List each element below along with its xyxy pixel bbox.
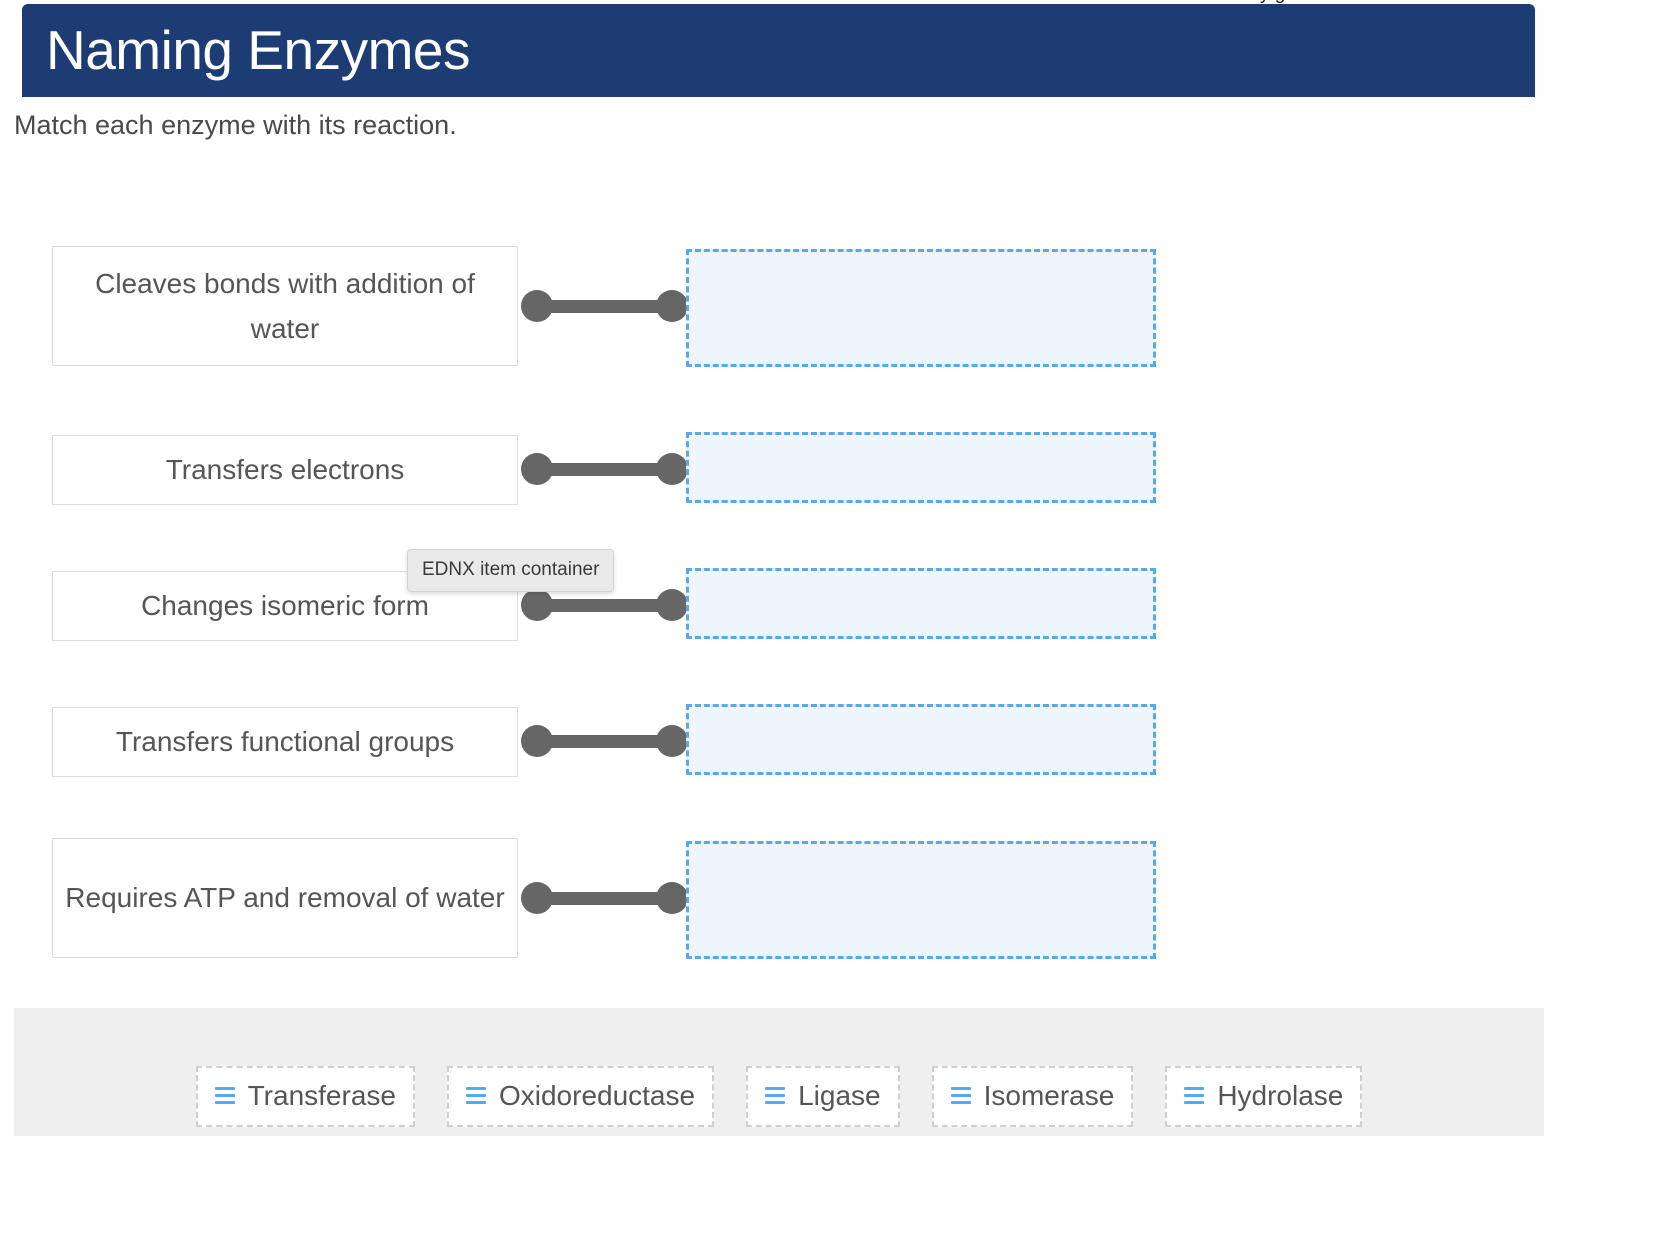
dropzone-5[interactable] xyxy=(686,841,1156,959)
bank-chip-label: Ligase xyxy=(798,1079,881,1111)
connector-bar xyxy=(551,891,658,905)
bank-chip-label: Isomerase xyxy=(983,1079,1115,1111)
prompt-card: Requires ATP and removal of water xyxy=(52,838,518,958)
page-title: Naming Enzymes xyxy=(46,19,470,81)
connector-line xyxy=(521,589,688,621)
prompt-card: Cleaves bonds with addition of water xyxy=(52,246,518,366)
connector-bar xyxy=(551,299,658,313)
page-header-bar: Naming Enzymes xyxy=(22,4,1535,97)
bank-items-container: Transferase Oxidoreductase Ligase Isomer… xyxy=(14,1008,1544,1136)
drag-handle-icon xyxy=(950,1087,971,1104)
prompt-text: Transfers electrons xyxy=(165,454,405,486)
connector-knob-right xyxy=(656,882,688,914)
connector-knob-left xyxy=(521,882,553,914)
prompt-card: Changes isomeric form xyxy=(52,571,518,641)
bank-chip-label: Hydrolase xyxy=(1217,1079,1344,1111)
connector-knob-left xyxy=(521,290,553,322)
connector-knob-right xyxy=(656,589,688,621)
clipped-top-text: y g xyxy=(1260,0,1680,3)
prompt-text: Cleaves bonds with addition of water xyxy=(95,267,475,344)
bank-chip-hydrolase[interactable]: Hydrolase xyxy=(1165,1065,1363,1127)
connector-knob-left xyxy=(521,453,553,485)
dropzone-1[interactable] xyxy=(686,249,1156,367)
connector-line xyxy=(521,725,688,757)
connector-bar xyxy=(551,598,658,612)
bank-chip-oxidoreductase[interactable]: Oxidoreductase xyxy=(446,1065,715,1127)
prompt-card: Transfers functional groups xyxy=(52,707,518,777)
bank-chip-ligase[interactable]: Ligase xyxy=(746,1065,900,1127)
prompt-card: Transfers electrons xyxy=(52,435,518,505)
drag-source-bank: Transferase Oxidoreductase Ligase Isomer… xyxy=(14,1008,1544,1136)
bank-chip-transferase[interactable]: Transferase xyxy=(195,1065,415,1127)
tooltip: EDNX item container xyxy=(407,549,615,592)
connector-bar xyxy=(551,462,658,476)
prompt-text: Transfers functional groups xyxy=(115,726,455,758)
prompt-text: Changes isomeric form xyxy=(141,590,429,622)
connector-knob-right xyxy=(656,290,688,322)
drag-handle-icon xyxy=(465,1087,486,1104)
connector-knob-left xyxy=(521,589,553,621)
connector-knob-right xyxy=(656,725,688,757)
instruction-text: Match each enzyme with its reaction. xyxy=(14,110,457,140)
bank-chip-label: Oxidoreductase xyxy=(498,1079,696,1111)
dropzone-2[interactable] xyxy=(686,432,1156,503)
connector-line xyxy=(521,290,688,322)
drag-handle-icon xyxy=(765,1087,786,1104)
bank-chip-isomerase[interactable]: Isomerase xyxy=(931,1065,1134,1127)
connector-knob-left xyxy=(521,725,553,757)
prompt-text: Requires ATP and removal of water xyxy=(65,882,505,914)
drag-handle-icon xyxy=(214,1087,235,1104)
drag-handle-icon xyxy=(1184,1087,1205,1104)
dropzone-4[interactable] xyxy=(686,704,1156,775)
tooltip-label: EDNX item container xyxy=(422,559,600,580)
connector-line xyxy=(521,882,688,914)
dropzone-3[interactable] xyxy=(686,568,1156,639)
connector-knob-right xyxy=(656,453,688,485)
match-rows: Cleaves bonds with addition of water Tra… xyxy=(52,246,1156,959)
connector-line xyxy=(521,453,688,485)
connector-bar xyxy=(551,734,658,748)
bank-chip-label: Transferase xyxy=(247,1079,396,1111)
